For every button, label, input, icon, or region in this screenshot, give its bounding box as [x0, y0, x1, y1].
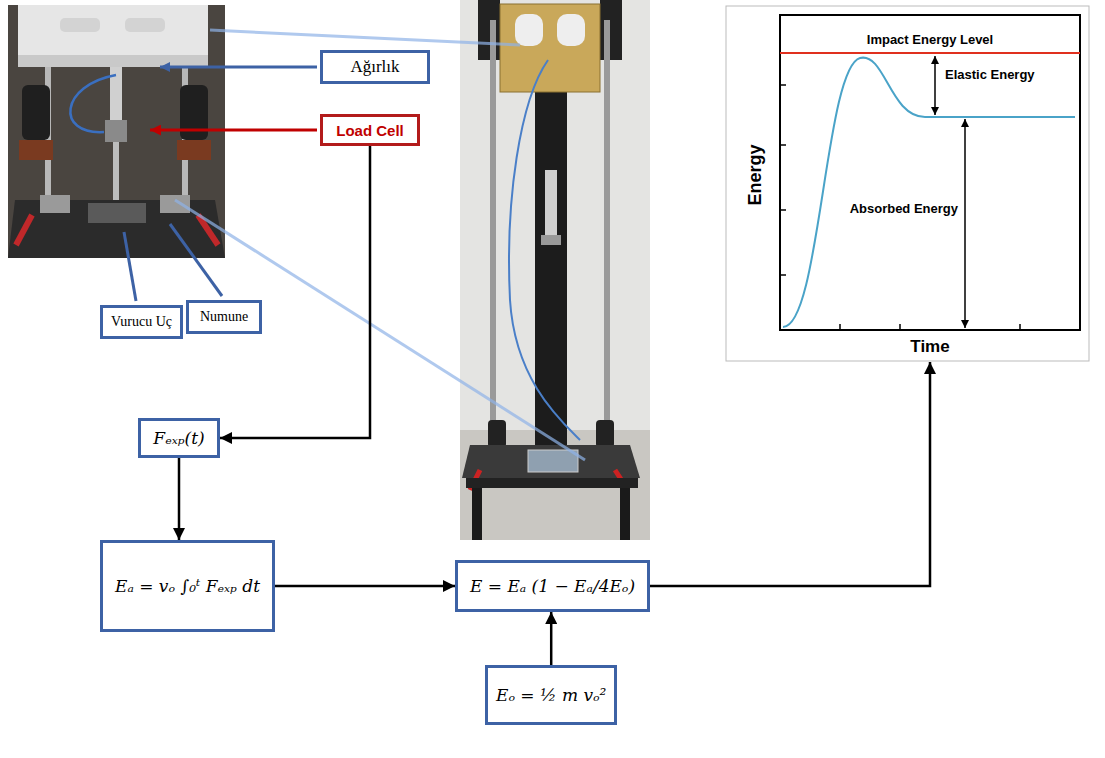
energy-chart-plot	[1019, 324, 1021, 330]
energy-chart-plot	[780, 84, 786, 86]
energy-chart-plot	[783, 58, 1075, 327]
formula-text: Eₐ = vₒ ∫₀ᵗ Fₑₓₚ dt	[115, 576, 260, 596]
test-rig-photo	[180, 85, 208, 140]
energy-chart-plot	[726, 6, 1089, 361]
drop-tower-photo	[472, 488, 482, 540]
axis-label: Time	[910, 337, 949, 357]
drop-tower-photo	[528, 450, 578, 472]
pointer-line	[210, 30, 520, 45]
test-rig-photo	[177, 140, 211, 160]
formula-text: Fₑₓₚ(t)	[153, 428, 204, 448]
label-text: Load Cell	[336, 122, 404, 139]
pointer-line	[175, 200, 585, 460]
test-rig-photo	[125, 18, 165, 32]
test-rig-photo	[113, 142, 119, 202]
energy-chart-plot	[780, 209, 786, 211]
drop-tower-photo	[478, 0, 500, 60]
formula-box: E = Eₐ (1 − Eₐ/4Eₒ)	[455, 560, 650, 612]
drop-tower-photo	[462, 445, 640, 478]
test-rig-photo	[22, 85, 50, 140]
load-cell-box: Load Cell	[320, 114, 420, 146]
drop-tower-photo	[460, 0, 650, 540]
label-box: Ağırlık	[320, 50, 430, 84]
pointer-line	[175, 30, 585, 460]
formula-box: Fₑₓₚ(t)	[138, 418, 220, 458]
energy-label: Absorbed Energy	[850, 201, 958, 216]
drop-tower-photo	[596, 420, 614, 448]
flow-arrow	[650, 362, 930, 586]
test-rig-photo	[16, 215, 32, 245]
drop-tower-photo	[545, 170, 557, 240]
leader-line	[170, 224, 222, 296]
label-text: Ağırlık	[350, 57, 399, 77]
energy-chart-plot	[726, 6, 1089, 361]
flow-arrow	[550, 612, 553, 665]
formula-text: Eₒ = ½ m vₒ²	[496, 685, 606, 705]
formula-text: E = Eₐ (1 − Eₐ/4Eₒ)	[470, 576, 635, 596]
drop-tower-photo	[490, 20, 496, 450]
drop-tower-photo	[600, 0, 622, 60]
leader-line	[160, 66, 317, 69]
label-box: Vurucu Uç	[100, 305, 183, 339]
axis-label: Energy	[745, 144, 766, 205]
formula-box: Eₐ = vₒ ∫₀ᵗ Fₑₓₚ dt	[100, 540, 275, 632]
label-text: Vurucu Uç	[111, 314, 172, 330]
leader-line	[124, 67, 317, 301]
test-rig-photo	[18, 55, 208, 67]
energy-chart-plot	[780, 274, 786, 276]
drop-tower-photo	[604, 20, 610, 450]
flow-arrow	[275, 585, 455, 588]
flow-arrow	[220, 146, 370, 438]
drop-tower-photo	[557, 14, 585, 46]
label-box: Numune	[186, 300, 262, 334]
level-label: Impact Energy Level	[867, 32, 993, 47]
test-rig-photo	[70, 75, 116, 132]
drop-tower-photo	[509, 60, 580, 440]
test-rig-photo	[40, 195, 70, 213]
drop-tower-photo	[515, 14, 543, 46]
drop-tower-photo	[460, 430, 650, 540]
energy-chart-plot	[934, 56, 936, 115]
energy-chart-plot	[780, 15, 1080, 330]
energy-chart-plot	[964, 119, 966, 328]
drop-tower-photo	[488, 420, 506, 448]
energy-chart-plot	[839, 324, 841, 330]
flow-arrow	[178, 458, 181, 540]
drop-tower-photo	[466, 478, 638, 488]
drop-tower-photo	[460, 0, 650, 540]
energy-time-chart: EnergyTime Impact Energy LevelElastic Ene…	[725, 5, 1090, 362]
test-rig-photo	[60, 18, 100, 32]
test-rig-photo	[88, 203, 146, 223]
test-rig-photo	[18, 5, 208, 67]
leader-line	[124, 232, 136, 301]
formula-box: Eₒ = ½ m vₒ²	[485, 665, 617, 725]
energy-label: Elastic Energy	[945, 67, 1035, 82]
drop-tower-photo	[535, 92, 567, 472]
test-rig-photo	[105, 120, 127, 142]
energy-chart-plot	[899, 324, 901, 330]
drop-tower-photo	[620, 488, 630, 540]
drop-tower-photo	[541, 235, 561, 245]
leader-line	[150, 129, 317, 132]
label-text: Numune	[200, 309, 248, 325]
energy-chart-plot	[780, 52, 1080, 54]
test-rig-photo	[19, 140, 53, 160]
test-rig-photo	[160, 195, 190, 213]
drop-tower-photo	[500, 4, 600, 92]
energy-chart-plot	[780, 144, 786, 146]
